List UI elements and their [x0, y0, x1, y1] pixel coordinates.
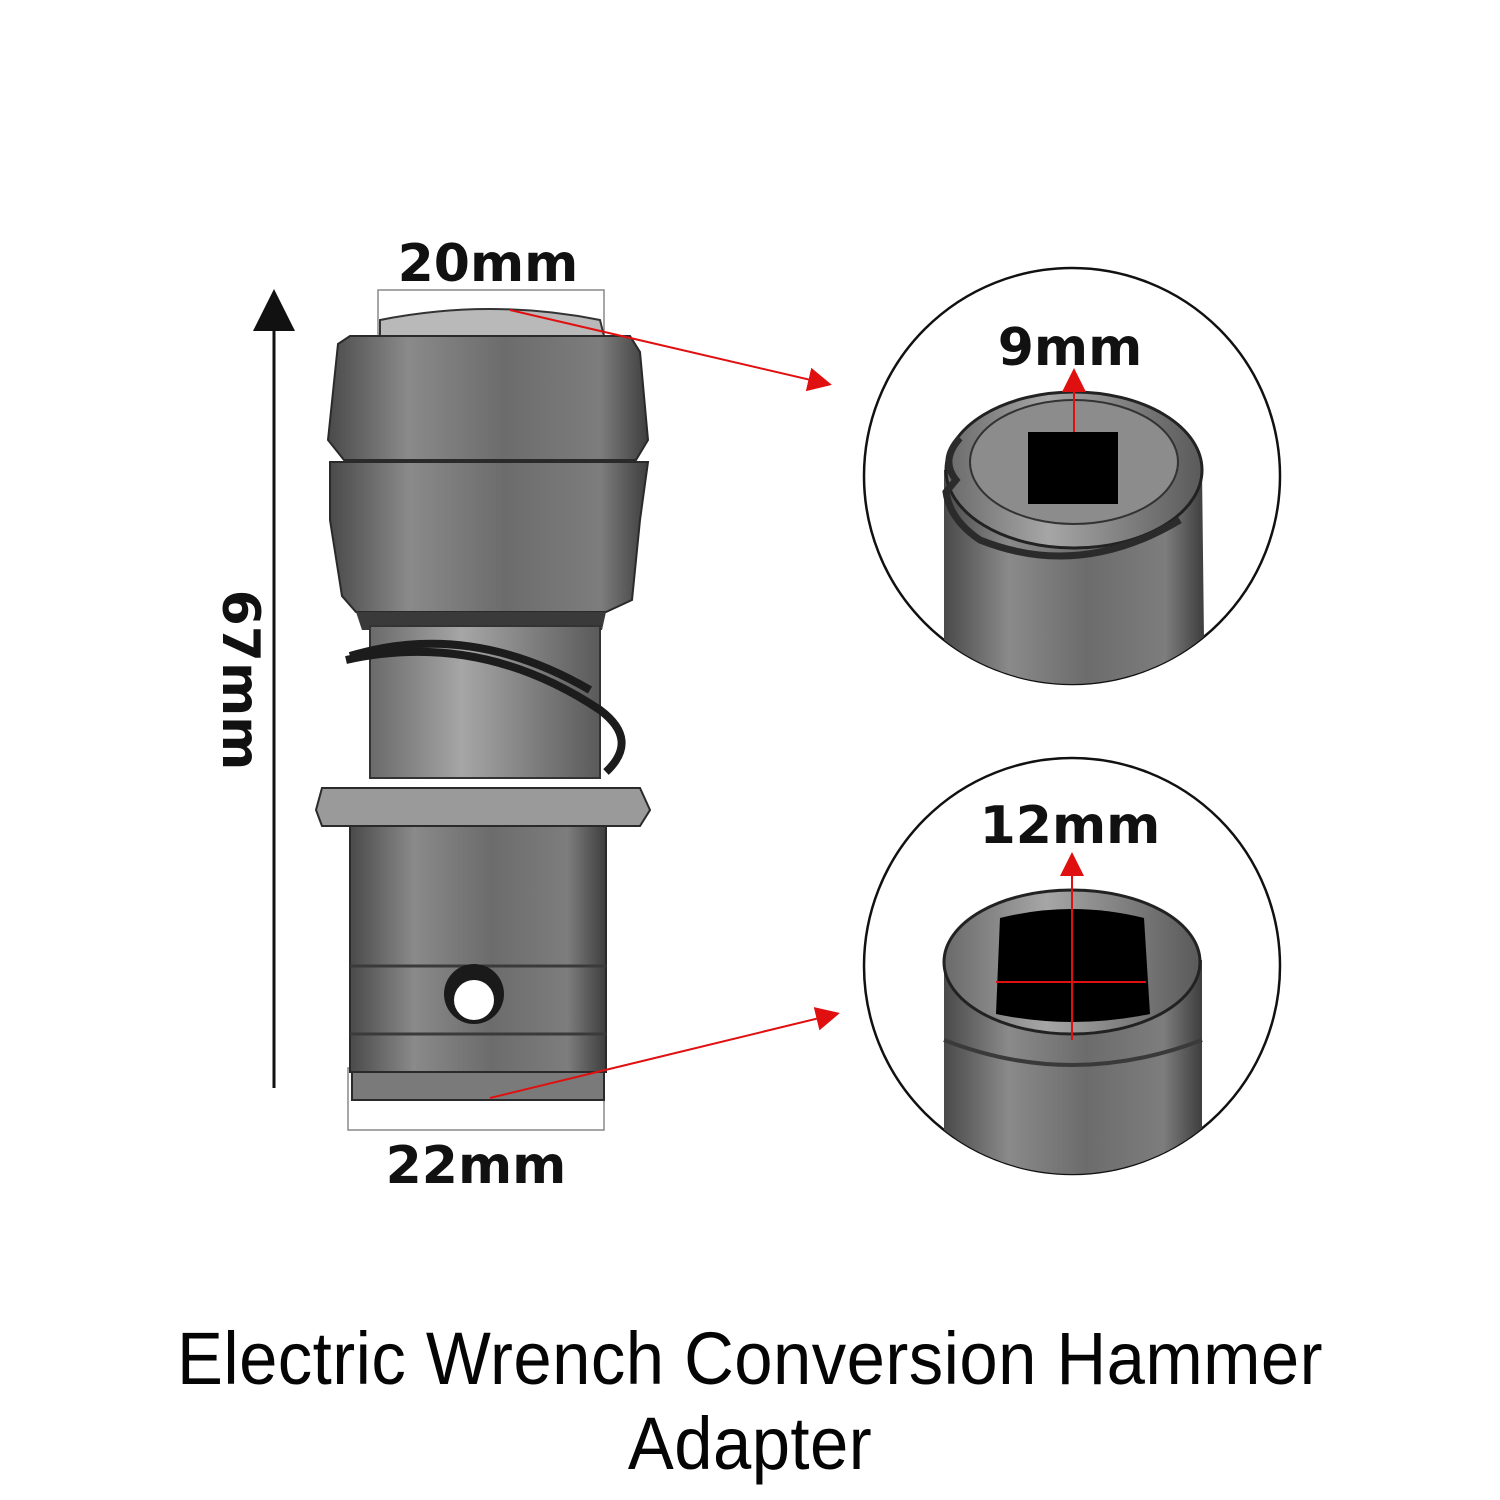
top-pointer-arrow	[509, 309, 832, 392]
large-square-label: 12mm	[979, 796, 1161, 856]
bottom-end-zoom-view	[862, 756, 1282, 1176]
bottom-diameter-label: 22mm	[385, 1136, 567, 1196]
top-diameter-label: 20mm	[397, 234, 579, 294]
top-end-zoom-view	[862, 266, 1282, 686]
product-caption: Electric Wrench Conversion Hammer Adapte…	[176, 1317, 1324, 1485]
adapter-body	[314, 308, 652, 1101]
small-square-label: 9mm	[997, 318, 1143, 378]
bottom-pointer-arrow	[489, 1007, 840, 1099]
length-label: 67mm	[210, 589, 270, 771]
